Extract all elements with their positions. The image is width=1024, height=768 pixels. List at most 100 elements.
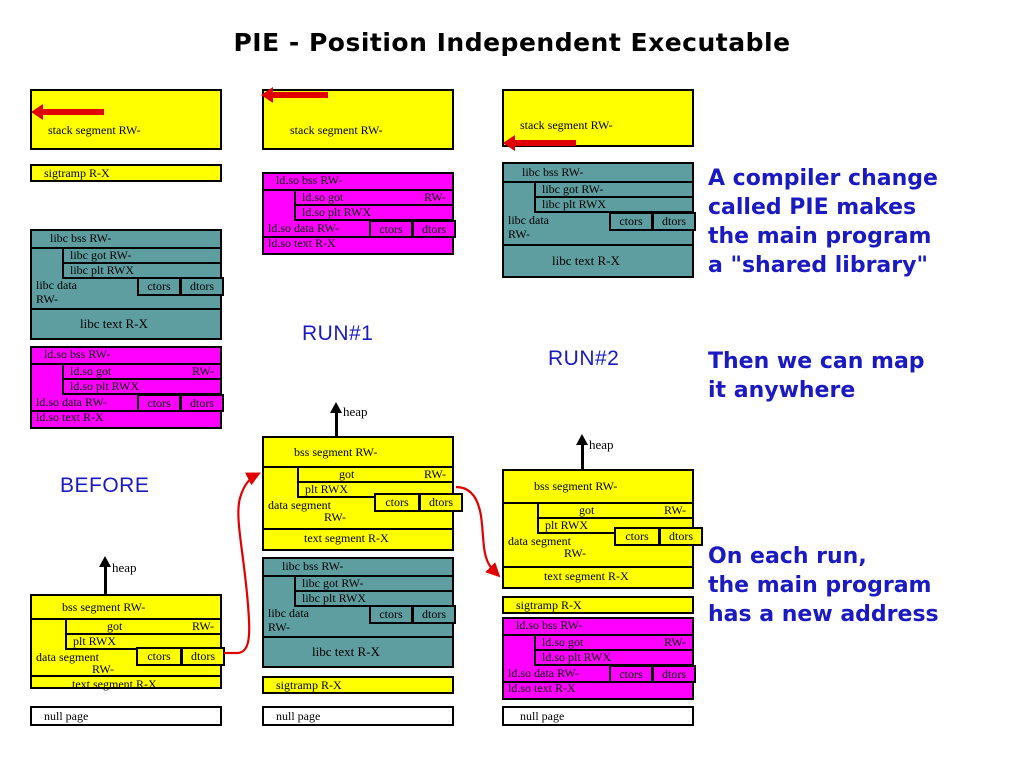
before-ldso-plt-label: ld.so plt RWX <box>70 379 140 393</box>
run1-ldso-bss-label: ld.so bss RW- <box>276 173 343 187</box>
before-libc-text-row: libc text R-X <box>32 310 220 338</box>
run1-ldso-block: ld.so bss RW- ld.so got RW- ld.so plt RW… <box>262 172 456 255</box>
before-libc-dtors: dtors <box>180 277 224 296</box>
run1-ldso-got-label: ld.so got <box>302 190 344 204</box>
run2-stack-growth-arrow <box>503 135 576 151</box>
before-data-label: data segment <box>36 650 99 664</box>
run1-ldso-text-label: ld.so text R-X <box>268 236 336 250</box>
run1-main-block: bss segment RW- got RW- plt RWX data seg… <box>262 436 463 551</box>
run2-ldso-dtors: dtors <box>652 665 696 683</box>
before-text-row: text segment R-X <box>32 677 220 695</box>
run1-data-row: data segment RW- ctors dtors <box>264 493 463 530</box>
run1-ldso-text-row: ld.so text R-X <box>264 236 452 253</box>
before-ldso-got-label: ld.so got <box>70 364 112 378</box>
run1-libc-text-label: libc text R-X <box>312 644 380 659</box>
before-sigtramp-segment: sigtramp R-X <box>30 164 222 182</box>
run2-libc-plt-bar: libc plt RWX <box>534 196 694 213</box>
run1-got-label: got <box>339 467 355 481</box>
run2-ldso-plt-bar: ld.so plt RWX <box>534 649 694 666</box>
before-stack-segment: stack segment RW- <box>30 89 222 150</box>
run2-data-perm-label: RW- <box>564 546 587 560</box>
note-compiler-change: A compiler change called PIE makes the m… <box>708 166 938 278</box>
before-heap-label: heap <box>112 560 137 575</box>
before-libc-gotplt-row: libc got RW- libc plt RWX <box>32 247 222 281</box>
run1-null-page: null page <box>262 706 454 726</box>
before-libc-got-label: libc got RW- <box>70 248 132 262</box>
run1-ldso-plt-bar: ld.so plt RWX <box>294 204 454 221</box>
before-libc-data-perm-label: RW- <box>36 292 59 306</box>
run1-text-label: text segment R-X <box>304 531 389 545</box>
run2-ldso-got-perm-label: RW- <box>663 635 686 649</box>
run1-ldso-ctors: ctors <box>369 220 413 238</box>
run1-libc-bss-label: libc bss RW- <box>282 559 344 573</box>
before-ldso-data-label: ld.so data RW- <box>36 395 107 409</box>
run2-bss-label: bss segment RW- <box>534 479 618 493</box>
before-data-row: data segment RW- ctors dtors <box>32 647 225 677</box>
run1-libc-text-row: libc text R-X <box>264 638 452 666</box>
run2-heap-label: heap <box>589 437 614 452</box>
run1-null-page-label: null page <box>276 709 321 723</box>
caption-before: BEFORE <box>60 474 150 497</box>
run1-libc-data-label: libc data <box>268 606 309 620</box>
before-ldso-got-perm-label: RW- <box>191 364 214 378</box>
before-ldso-plt-bar: ld.so plt RWX <box>62 378 222 395</box>
run2-got-label: got <box>579 503 595 517</box>
run1-sigtramp-label: sigtramp R-X <box>276 678 342 692</box>
run1-data-perm-label: RW- <box>324 510 347 524</box>
run1-bss-row: bss segment RW- <box>264 438 452 468</box>
run2-libc-got-label: libc got RW- <box>542 182 604 196</box>
before-text-label: text segment R-X <box>72 677 157 691</box>
before-main-block: bss segment RW- got RW- plt RWX data seg… <box>30 594 225 691</box>
run2-stack-segment: stack segment RW- <box>502 89 694 147</box>
before-libc-data-row: libc data RW- ctors dtors <box>32 277 224 310</box>
before-ctors: ctors <box>136 647 182 666</box>
run2-libc-text-label: libc text R-X <box>552 253 620 268</box>
run1-ldso-gotplt-row: ld.so got RW- ld.so plt RWX <box>264 189 454 222</box>
run1-gotplt-row: got RW- plt RWX <box>264 466 454 499</box>
run2-main-block: bss segment RW- got RW- plt RWX data seg… <box>502 469 703 589</box>
run1-libc-got-label: libc got RW- <box>302 576 364 590</box>
note-new-address: On each run, the main program has a new … <box>708 544 939 627</box>
caption-run2: RUN#2 <box>548 347 620 370</box>
run2-ldso-gotplt-row: ld.so got RW- ld.so plt RWX <box>504 634 694 667</box>
page-title: PIE - Position Independent Executable <box>233 28 791 57</box>
run1-libc-plt-label: libc plt RWX <box>302 591 366 605</box>
run2-libc-bss-label: libc bss RW- <box>522 165 584 179</box>
run2-ldso-data-row: ld.so data RW- ctors dtors <box>504 665 696 683</box>
before-plt-label: plt RWX <box>73 634 117 648</box>
before-ldso-data-row: ld.so data RW- ctors dtors <box>32 394 224 412</box>
before-ldso-text-label: ld.so text R-X <box>36 410 104 424</box>
before-ldso-bss-label: ld.so bss RW- <box>44 347 111 361</box>
run1-ldso-data-label: ld.so data RW- <box>268 221 339 235</box>
before-ldso-text-row: ld.so text R-X <box>32 410 220 427</box>
before-libc-data-label: libc data <box>36 278 77 292</box>
before-ldso-block: ld.so bss RW- ld.so got RW- ld.so plt RW… <box>30 346 224 429</box>
run1-text-row: text segment R-X <box>264 530 452 549</box>
run2-libc-plt-label: libc plt RWX <box>542 197 606 211</box>
before-sigtramp-label: sigtramp R-X <box>44 166 110 180</box>
run2-ldso-text-label: ld.so text R-X <box>508 681 576 695</box>
before-gotplt-row: got RW- plt RWX <box>32 618 222 651</box>
run1-dtors: dtors <box>419 493 463 512</box>
before-libc-block: libc bss RW- libc got RW- libc plt RWX l… <box>30 229 224 340</box>
run2-sigtramp-segment: sigtramp R-X <box>502 596 694 614</box>
run2-plt-label: plt RWX <box>545 518 589 532</box>
run1-got-perm-label: RW- <box>423 467 446 481</box>
run1-data-label: data segment <box>268 498 331 512</box>
run2-libc-got-bar: libc got RW- <box>534 181 694 198</box>
before-bss-label: bss segment RW- <box>62 600 146 614</box>
before-libc-text-label: libc text R-X <box>80 316 148 331</box>
before-got-label: got <box>107 619 123 633</box>
run2-libc-text-row: libc text R-X <box>504 246 692 276</box>
run1-libc-data-row: libc data RW- ctors dtors <box>264 605 456 638</box>
run2-libc-gotplt-row: libc got RW- libc plt RWX <box>504 181 694 216</box>
run2-libc-ctors: ctors <box>609 212 653 231</box>
run2-ctors: ctors <box>614 527 660 546</box>
run2-ldso-ctors: ctors <box>609 665 653 683</box>
run2-null-page-label: null page <box>520 709 565 723</box>
run1-sigtramp-segment: sigtramp R-X <box>262 676 454 694</box>
run2-ldso-got-label: ld.so got <box>542 635 584 649</box>
before-ldso-ctors: ctors <box>137 394 181 412</box>
run1-ldso-data-row: ld.so data RW- ctors dtors <box>264 220 456 238</box>
